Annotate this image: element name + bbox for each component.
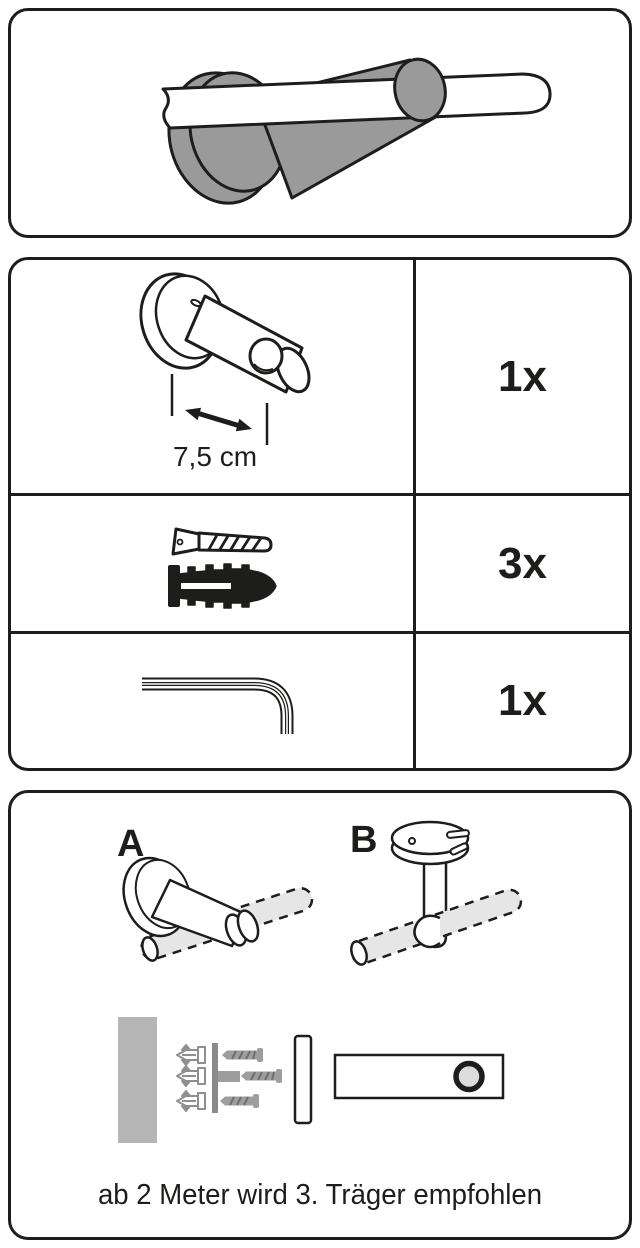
mounting-options-illustration xyxy=(118,820,523,1143)
option-b-label: B xyxy=(350,819,378,861)
dimension-label: 7,5 cm xyxy=(172,441,258,472)
option-a-illustration xyxy=(122,856,314,962)
table-divider-row1 xyxy=(11,493,629,496)
allen-key-icon xyxy=(142,677,294,734)
bracket-arm-stub xyxy=(218,1071,240,1082)
quantity-label: 1x xyxy=(498,676,547,725)
wall-section xyxy=(118,1017,157,1143)
wall-bracket-illustration xyxy=(139,272,311,445)
rod-ring xyxy=(453,1060,485,1093)
bracket-plate-edge xyxy=(212,1043,218,1113)
grub-screw-hole xyxy=(248,337,284,375)
option-a-label: A xyxy=(117,823,145,865)
screw-and-plug-illustration xyxy=(168,527,277,609)
bracket-top-view xyxy=(333,1053,505,1100)
table-divider-row2 xyxy=(11,631,629,634)
screw-icons xyxy=(220,1048,282,1108)
quantity-label: 1x xyxy=(498,351,547,401)
holder-cylinder-end xyxy=(393,57,447,123)
mounting-panel: A B ab 2 Meter wird 3. Träger empfohlen xyxy=(8,790,632,1240)
recommendation-note: ab 2 Meter wird 3. Träger empfohlen xyxy=(97,1179,543,1211)
hero-panel xyxy=(8,8,632,238)
screw-icon xyxy=(171,527,273,556)
hook-front xyxy=(413,914,441,949)
wall-plug-icons xyxy=(176,1044,206,1112)
exploded-mounting-illustration xyxy=(118,1017,505,1143)
quantity-label: 3x xyxy=(498,538,547,588)
double-arrow-icon xyxy=(185,407,252,432)
cover-plate-edge xyxy=(293,1034,313,1125)
bracket-drawing xyxy=(139,272,311,394)
curtain-rod xyxy=(161,72,552,130)
table-divider-vertical xyxy=(413,260,416,768)
wall-plug-icon xyxy=(168,563,277,609)
dimension-marks xyxy=(170,374,269,445)
rod-holder-illustration xyxy=(161,57,552,205)
option-b-illustration xyxy=(350,820,523,966)
allen-key-illustration xyxy=(142,677,294,734)
parts-list-panel: 7,5 cm 1x 3x 1x xyxy=(8,257,632,771)
